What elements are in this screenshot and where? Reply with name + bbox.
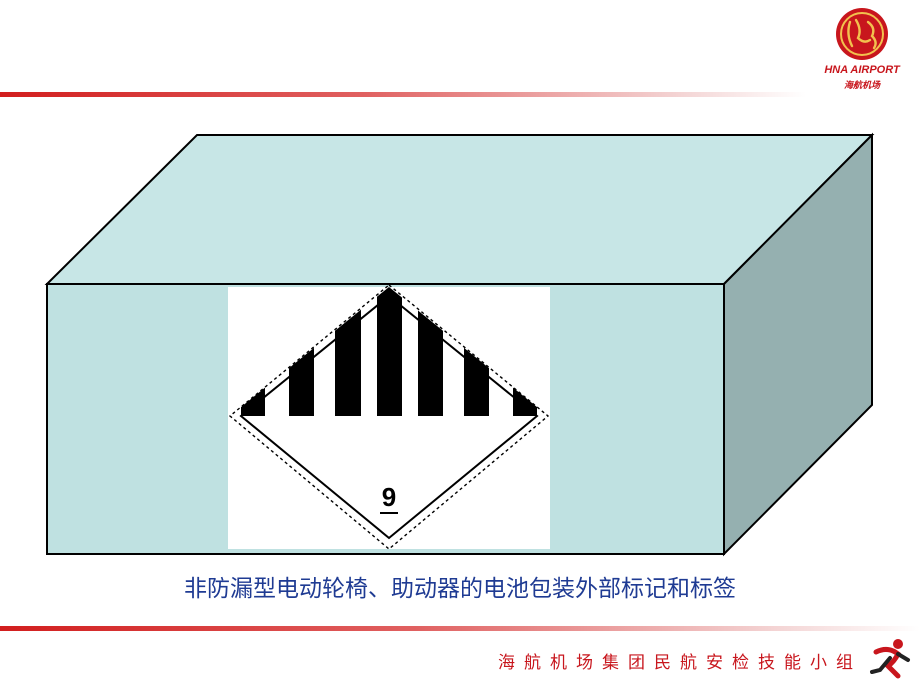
package-box-illustration — [44, 132, 875, 557]
slide-caption: 非防漏型电动轮椅、助动器的电池包装外部标记和标签 — [184, 576, 736, 602]
runner-icon — [870, 639, 910, 679]
footer-divider — [0, 626, 920, 631]
label-class-number: 9 — [381, 482, 397, 512]
logo-text-cn: 海航机场 — [843, 81, 880, 91]
logo-text-en: HNA AIRPORT — [824, 64, 900, 76]
logo-seal-icon — [836, 8, 888, 60]
hna-airport-logo: HNA AIRPORT 海航机场 — [806, 6, 918, 92]
label-number-underline — [380, 512, 398, 514]
footer-org-name: 海航机场集团民航安检技能小组 — [498, 653, 862, 673]
header-divider — [0, 92, 806, 97]
class-9-hazard-label — [228, 284, 550, 550]
